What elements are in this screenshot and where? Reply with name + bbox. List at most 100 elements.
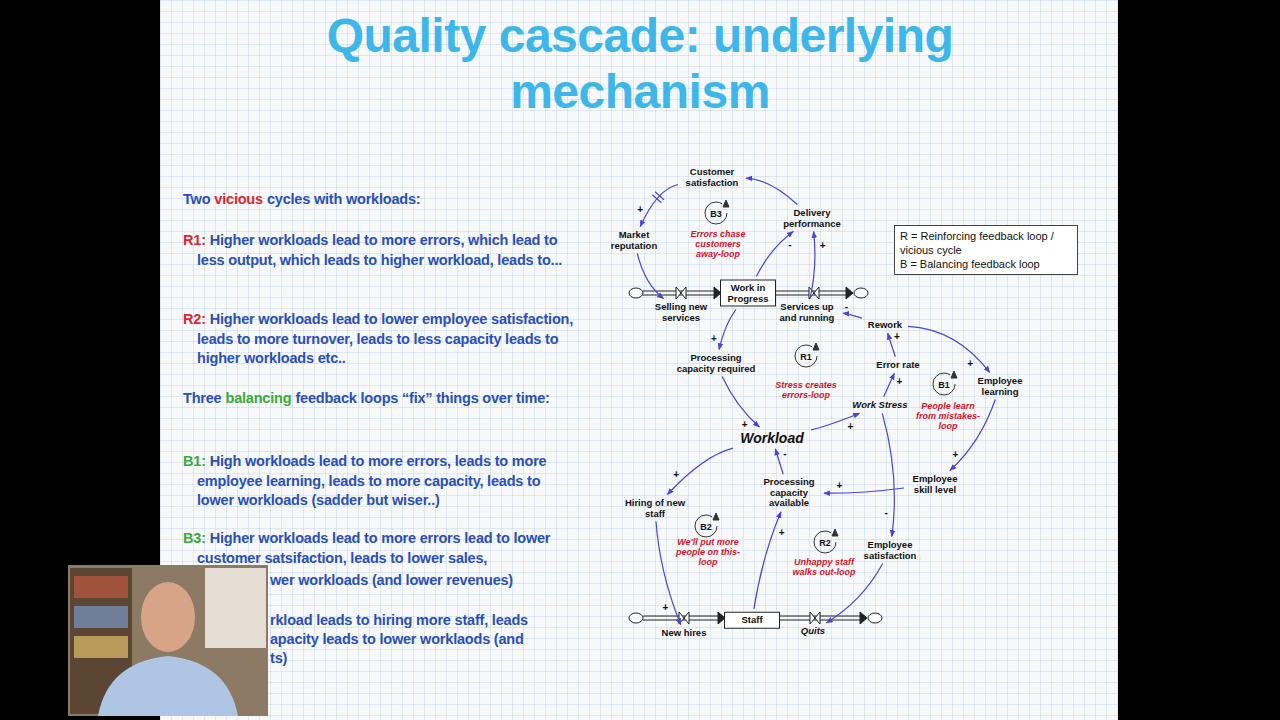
polarity-sign: - — [783, 447, 786, 458]
person-body — [98, 656, 238, 716]
causal-link — [882, 413, 894, 536]
variable-label: Quits — [795, 626, 831, 637]
pipe-line — [643, 295, 718, 296]
polarity-sign: - — [884, 507, 887, 518]
flow-valve — [810, 612, 820, 624]
causal-link — [884, 373, 895, 397]
causal-link — [746, 178, 797, 204]
loop-id: R1 — [800, 352, 812, 362]
node-text: Delivery performance — [779, 208, 845, 229]
flow-valve — [676, 287, 686, 299]
node-text: Work in Progress — [722, 283, 774, 304]
pipe-line — [780, 616, 864, 617]
node-text: B = Balancing feedback loop — [900, 257, 1072, 271]
bullet-text: Higher workloads lead to lower employee … — [197, 311, 573, 366]
person-head — [141, 582, 195, 652]
pipe-line — [643, 291, 718, 292]
loop-arrowhead — [813, 343, 819, 350]
node-text: Staff — [726, 615, 778, 626]
node-text: Employee satisfaction — [859, 540, 921, 561]
node-text: Customer satisfaction — [681, 167, 743, 188]
occluded-text: rkload leads to hiring more staff, leads — [270, 611, 528, 631]
bullet-text: Higher workloads lead to more errors, wh… — [197, 232, 562, 268]
occluded-text: wer workloads (and lower revenues) — [270, 571, 513, 591]
node-text: Work Stress — [850, 400, 910, 411]
node-text: Market reputation — [606, 230, 662, 251]
loop-id: R2 — [819, 538, 831, 548]
causal-link — [719, 310, 736, 350]
variable-label: New hires — [657, 628, 711, 639]
loop-arrowhead — [723, 200, 729, 207]
loop-id: B2 — [700, 522, 712, 532]
bullet-text: Three — [183, 390, 222, 406]
causal-link — [756, 232, 793, 277]
variable-label: Rework — [865, 320, 905, 331]
variable-label: Services up and running — [774, 302, 840, 323]
variable-label: Selling new services — [649, 302, 713, 323]
polarity-sign: + — [637, 203, 643, 214]
variable-label: Employee learning — [972, 376, 1028, 397]
video-background — [68, 565, 268, 716]
node-text: Processing capacity required — [671, 353, 761, 374]
node-text: Workload — [736, 430, 808, 446]
loop-tag: B3: — [183, 530, 206, 546]
text-paragraph: R1:Higher workloads lead to more errors,… — [183, 231, 575, 270]
flow-valve — [679, 612, 689, 624]
node-text: Selling new services — [649, 302, 713, 323]
polarity-sign: + — [662, 601, 668, 612]
loop-caption: Stress creates errors-loop — [770, 380, 842, 400]
pipe-line — [780, 620, 864, 621]
loop-tag: vicious — [214, 191, 263, 207]
causal-link — [843, 313, 862, 318]
loop-caption: Unhappy staff walks out-loop — [785, 557, 863, 577]
polarity-sign: + — [967, 357, 973, 368]
text-paragraph: R2:Higher workloads lead to lower employ… — [183, 310, 575, 369]
variable-label: Work Stress — [850, 400, 910, 411]
node-text: Processing capacity available — [757, 477, 821, 509]
node-text: Hiring of new staff — [622, 498, 688, 519]
variable-label: Customer satisfaction — [681, 167, 743, 188]
bullet-text: Two — [183, 191, 210, 207]
causal-link — [637, 254, 663, 299]
node-text: Rework — [865, 320, 905, 331]
loop-arrowhead — [713, 513, 719, 520]
polarity-sign: - — [845, 300, 848, 311]
variable-label: Processing capacity required — [671, 353, 761, 374]
causal-link — [824, 488, 904, 493]
loop-id: B1 — [938, 380, 950, 390]
polarity-sign: - — [788, 239, 791, 250]
causal-link — [810, 232, 815, 299]
stock-box: Staff — [724, 612, 780, 629]
polarity-sign: + — [779, 527, 785, 538]
node-text: Employee learning — [972, 376, 1028, 397]
pipe-arrow — [846, 287, 853, 299]
text-paragraph: Twoviciouscycles with workloads: — [183, 190, 575, 210]
source-cloud — [629, 288, 643, 298]
text-paragraph: B1:High workloads lead to more errors, l… — [183, 452, 575, 511]
text-paragraph: B3:Higher workloads lead to more errors … — [183, 529, 575, 568]
variable-label: Delivery performance — [779, 208, 845, 229]
causal-link — [908, 326, 990, 372]
node-text: Employee skill level — [907, 474, 963, 495]
polarity-sign: + — [897, 376, 903, 387]
loop-caption: People learn from mistakes-loop — [913, 401, 983, 431]
node-text: Services up and running — [774, 302, 840, 323]
node-text: New hires — [657, 628, 711, 639]
variable-label: Error rate — [873, 360, 923, 371]
polarity-sign: + — [742, 419, 748, 430]
variable-label: Market reputation — [606, 230, 662, 251]
variable-label: Processing capacity available — [757, 477, 821, 509]
node-text: R = Reinforcing feedback loop / vicious … — [900, 229, 1072, 257]
causal-link — [640, 185, 678, 227]
polarity-sign: + — [673, 469, 679, 480]
loop-caption: We'll put more people on this-loop — [674, 537, 742, 567]
loop-caption: Errors chase customers away-loop — [685, 229, 751, 259]
bullet-text: High workloads lead to more errors, lead… — [197, 453, 546, 508]
polarity-sign: + — [711, 332, 717, 343]
variable-label: Workload — [736, 430, 808, 446]
delay-mark — [652, 195, 661, 203]
sink-cloud — [868, 613, 882, 623]
books — [74, 576, 128, 598]
loop-tag: R1: — [183, 232, 206, 248]
